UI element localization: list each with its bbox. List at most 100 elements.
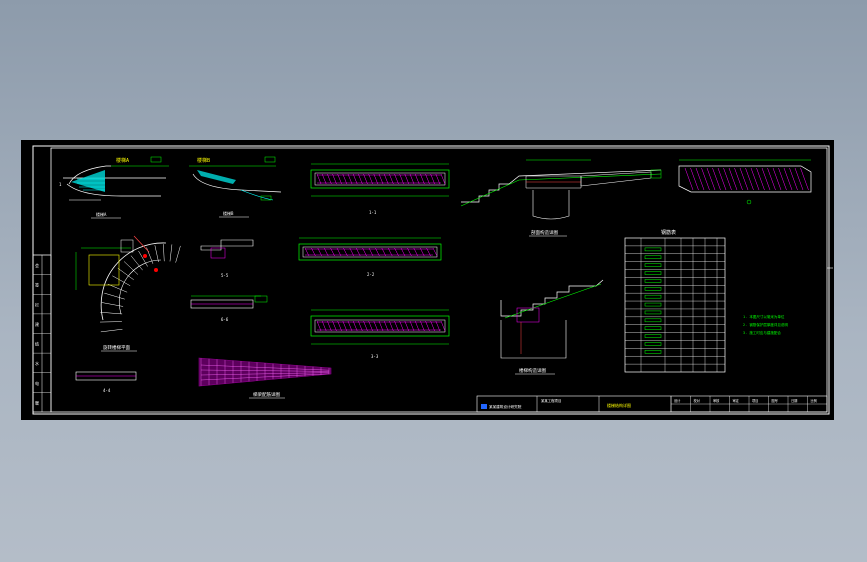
rebar-stirrup (336, 247, 342, 257)
rebar-stirrup (440, 173, 446, 185)
hatch-line (761, 167, 771, 191)
rebar-stirrup (400, 247, 406, 257)
rebar-shape-sketch (644, 294, 662, 299)
slab-grid-line (200, 372, 330, 376)
rebar-stirrup (368, 320, 373, 332)
rebar-stirrup (394, 247, 399, 257)
title-legend-label: 日期 (791, 398, 797, 403)
rebar-stirrup (373, 173, 379, 185)
title-legend-label: 设计 (674, 398, 681, 403)
view-small-details: 5-5 6-6 4-4 (75, 239, 268, 393)
rebar-shape-sketch (644, 287, 662, 291)
rebar-stirrup (425, 173, 430, 185)
rebar-stirrup (316, 173, 322, 185)
hatch-line (723, 167, 732, 191)
rebar-stirrup (363, 320, 368, 332)
rebar-stirrup (317, 247, 323, 257)
view-elevation-a: 楼梯A 楼梯A 1 (59, 156, 169, 219)
hatch-line (750, 167, 760, 191)
hatch-line (706, 167, 716, 191)
label-s44: 4-4 (103, 388, 111, 393)
rebar-stirrup (355, 247, 361, 257)
hatch-line (783, 167, 793, 191)
label-s22: 2-2 (367, 272, 375, 277)
rebar-shape-sketch (644, 334, 662, 338)
rebar-stirrup (383, 173, 389, 185)
rebar-stirrup (404, 320, 410, 332)
rebar-shape-sketch (644, 247, 662, 252)
rebar-stirrup (358, 320, 363, 332)
rebar-stirrup (383, 320, 389, 332)
rebar-stirrup (337, 320, 342, 332)
hatch-line (739, 167, 749, 191)
rebar-shape-sketch (644, 326, 662, 330)
strip-cell-text: 电 (35, 380, 39, 386)
slab-grid-line (200, 364, 330, 371)
rebar-stirrup (352, 320, 358, 332)
title-legend-label: 比例 (811, 398, 817, 403)
spiral-tread-line (123, 261, 139, 275)
spiral-tread-line (101, 302, 124, 307)
rebar-stirrup (378, 320, 384, 332)
rebar-stirrup (363, 173, 368, 185)
view-beam-3-3: 3-3 (310, 309, 450, 359)
rebar-stirrup (327, 320, 332, 332)
rebar-stirrup (311, 247, 316, 257)
rebar-shape-sketch (644, 279, 662, 283)
note-1: 1. 本图尺寸以毫米为单位 (743, 314, 785, 319)
svg-text:1: 1 (59, 182, 62, 187)
rebar-stirrup (425, 320, 430, 332)
rebar-shape-sketch (644, 302, 662, 307)
beam-detail-title: 梯梁配筋详图 (253, 391, 280, 398)
title-sheet: 楼梯结构详图 (607, 402, 631, 408)
rebar-stirrup (409, 320, 415, 332)
spiral-plan-title: 旋转楼梯平面 (103, 344, 130, 351)
rebar-stirrup (330, 247, 335, 257)
view-tapered-slab: 梯梁配筋详图 (198, 357, 332, 399)
rebar-stirrup (435, 320, 441, 332)
spiral-tread-line (107, 283, 128, 293)
title-company: 某某建筑设计研究院 (489, 404, 522, 409)
rebar-stirrup (327, 173, 332, 185)
spiral-tread-line (100, 311, 123, 315)
rebar-stirrup (389, 173, 394, 185)
rebar-stirrup (407, 247, 412, 257)
rebar-table-title: 钢筋表 (661, 229, 676, 236)
rebar-stirrup (349, 247, 355, 257)
hatch-line (734, 167, 743, 191)
spiral-tread-line (117, 267, 134, 281)
spiral-tread-line (138, 250, 148, 267)
hatch-line (745, 167, 754, 191)
rebar-shape-sketch (644, 271, 662, 275)
stair-section-title: 剖面构造详图 (531, 229, 558, 236)
rebar-stirrup (316, 320, 322, 332)
strip-cell-text: 建 (35, 321, 39, 327)
spiral-tread-line (130, 255, 143, 271)
title-legend-label: 图号 (772, 398, 778, 403)
rebar-stirrup (435, 173, 441, 185)
rebar-stirrup (375, 247, 380, 257)
rebar-stirrup (347, 320, 353, 332)
elev-a-title: 楼梯A (116, 157, 129, 164)
strip-cell-text: 会 (35, 262, 39, 268)
drawing-viewport[interactable]: 会签栏建结水电暖 楼梯A 楼梯A 1 楼梯B (21, 140, 834, 420)
rebar-stirrup (430, 320, 435, 332)
rebar-stirrup (420, 173, 425, 185)
spiral-tread-line (163, 244, 165, 262)
note-3: 3. 施工时应与建施配合 (743, 330, 781, 335)
spiral-tread-line (154, 245, 159, 263)
rebar-stirrup (419, 247, 425, 257)
rebar-stirrup (368, 173, 373, 185)
title-project: 某某工程项目 (541, 398, 561, 403)
rebar-stirrup (343, 247, 348, 257)
rebar-stirrup (432, 247, 438, 257)
spiral-tread-line (175, 245, 181, 263)
hatch-line (789, 167, 798, 191)
rebar-stirrup (368, 247, 374, 257)
view-stair-section: 剖面构造详图 (460, 159, 662, 237)
strip-cell-text: 签 (35, 282, 39, 288)
rebar-stirrup (362, 247, 367, 257)
hatch-line (690, 167, 699, 191)
